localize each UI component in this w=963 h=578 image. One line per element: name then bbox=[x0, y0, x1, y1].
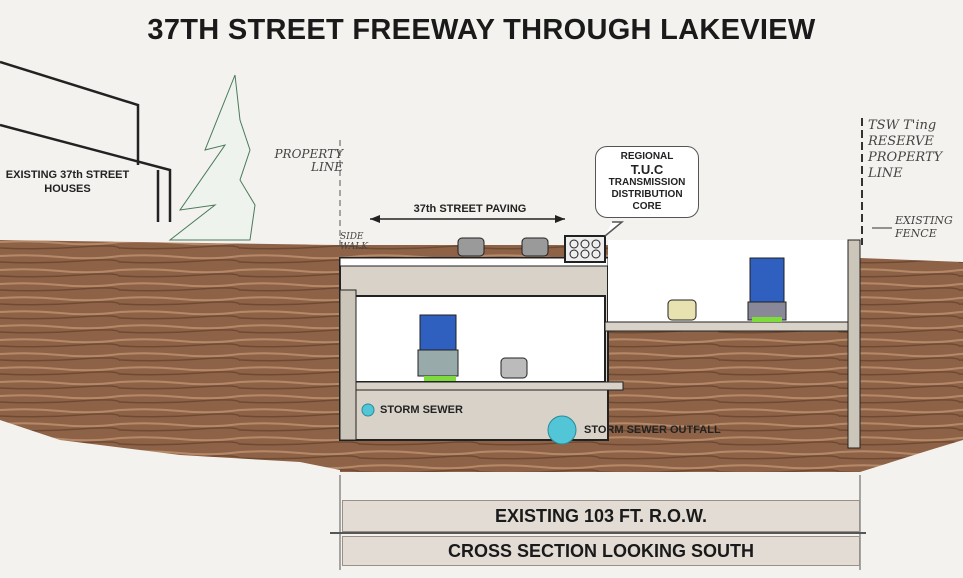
callout-line: T.U.C bbox=[630, 162, 664, 177]
open-cut bbox=[608, 240, 848, 322]
sidewalk-label: SIDE WALK bbox=[340, 232, 369, 252]
reserve-property-line-label: TSW T'ing RESERVE PROPERTY LINE bbox=[868, 118, 943, 181]
existing-fence-label: EXISTING FENCE bbox=[895, 214, 953, 240]
callout-line: CORE bbox=[632, 201, 662, 212]
lower-roadway bbox=[354, 381, 624, 391]
row-label: EXISTING 103 FT. R.O.W. bbox=[342, 500, 860, 532]
callout-line: DISTRIBUTION bbox=[611, 189, 683, 200]
street-paving-label: 37th STREET PAVING bbox=[413, 203, 527, 215]
car-icon bbox=[667, 299, 697, 321]
callout-line: REGIONAL bbox=[620, 151, 674, 162]
callout-line: TRANSMISSION bbox=[608, 177, 686, 188]
earth-right bbox=[860, 258, 963, 472]
cross-section-label: CROSS SECTION LOOKING SOUTH bbox=[342, 536, 860, 566]
storm-sewer-outfall-label: STORM SEWER OUTFALL bbox=[584, 424, 721, 436]
storm-sewer-pipe bbox=[361, 403, 375, 417]
storm-sewer-outfall-pipe bbox=[547, 415, 577, 445]
retaining-wall bbox=[847, 239, 861, 449]
houses bbox=[0, 60, 172, 222]
upper-freeway-roadway bbox=[604, 321, 851, 332]
car-icon bbox=[521, 237, 549, 257]
page-title: 37TH STREET FREEWAY THROUGH LAKEVIEW bbox=[147, 14, 816, 46]
storm-sewer-label: STORM SEWER bbox=[380, 404, 463, 416]
tuc-callout: REGIONAL T.U.C TRANSMISSION DISTRIBUTION… bbox=[595, 146, 699, 218]
truck-icon bbox=[417, 314, 459, 381]
tree-icon bbox=[168, 74, 256, 241]
property-line-label: PROPERTY LINE bbox=[274, 147, 343, 174]
existing-houses-label: EXISTING 37th STREET HOUSES bbox=[5, 169, 130, 195]
car-icon bbox=[500, 357, 528, 379]
earth-left bbox=[0, 240, 340, 470]
lower-tunnel bbox=[354, 295, 606, 383]
car-icon bbox=[457, 237, 485, 257]
truck-icon bbox=[747, 257, 787, 322]
